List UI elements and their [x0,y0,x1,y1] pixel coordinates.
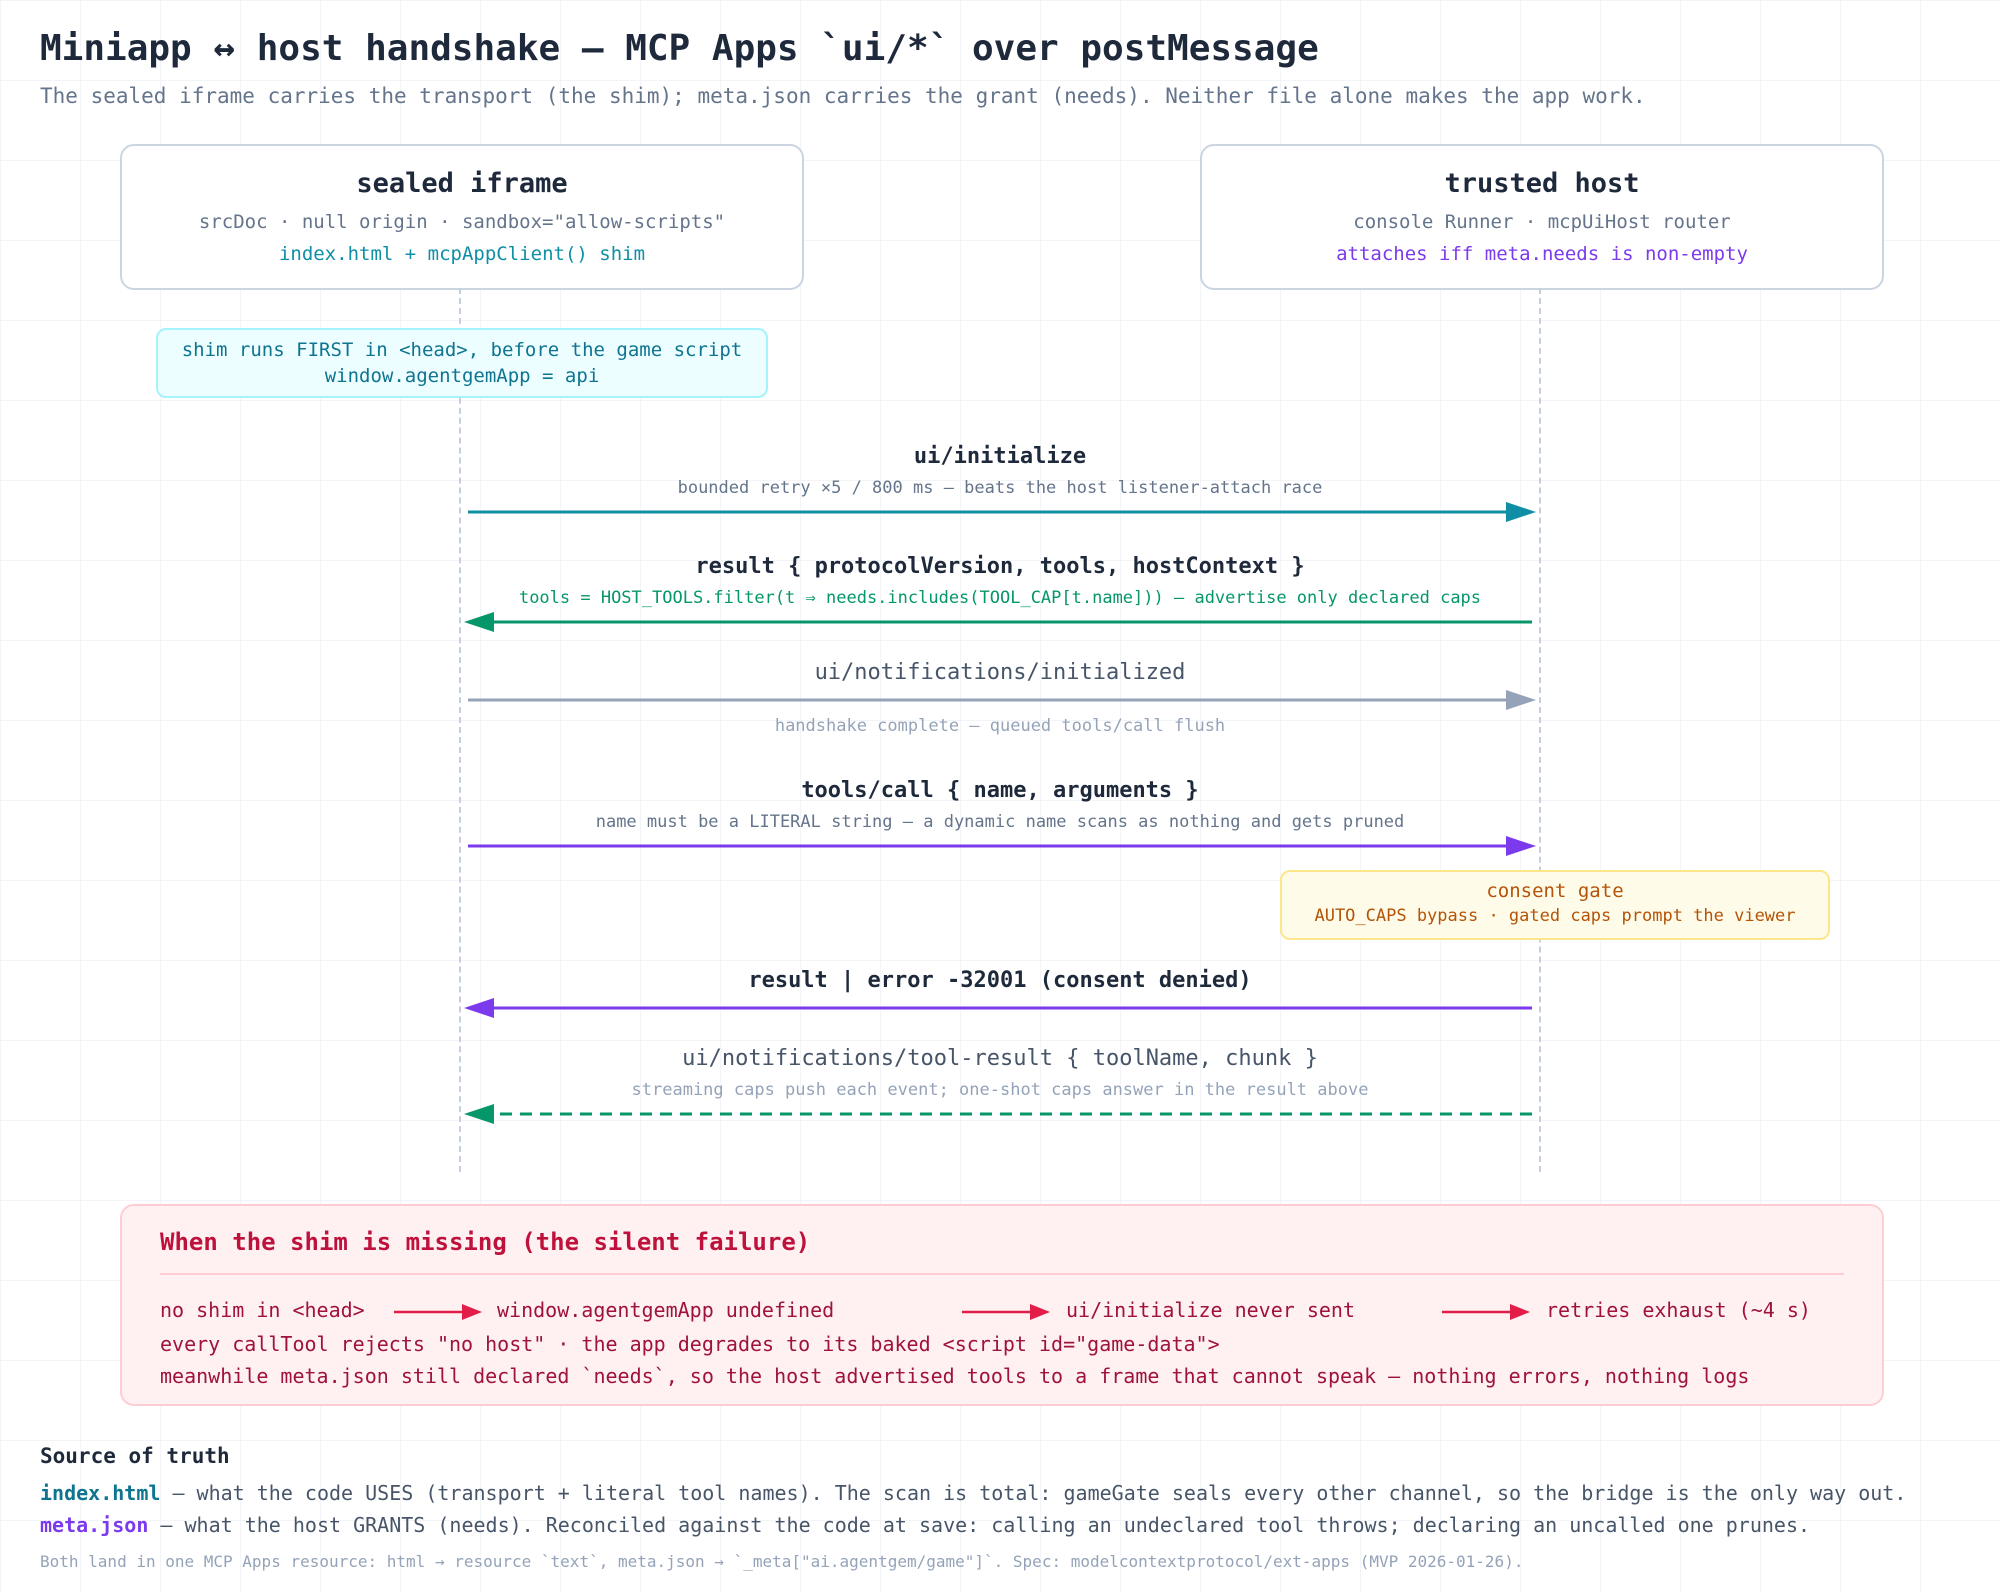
trusted-host-note: attaches iff meta.needs is non-empty [1336,243,1748,265]
arrow-consent-result-head [464,998,494,1018]
msg-result-label: result { protocolVersion, tools, hostCon… [695,554,1305,579]
failure-arrow-2 [962,1304,1050,1320]
arrow-toolscall-head [1506,836,1536,856]
sealed-iframe-note: index.html + mcpAppClient() shim [278,243,646,265]
sealed-iframe-node: sealed iframe srcDoc · null origin · san… [120,144,804,290]
failure-arrow-3 [1442,1304,1530,1320]
failure-line-3: meanwhile meta.json still declared `need… [160,1364,1750,1388]
msg-initialize-label: ui/initialize [913,444,1087,469]
footer-note: Both land in one MCP Apps resource: html… [40,1552,1524,1571]
iframe-lifeline [459,288,461,1172]
msg-result-sub: tools = HOST_TOOLS.filter(t ⇒ needs.incl… [518,588,1482,608]
failure-title: When the shim is missing (the silent fai… [160,1228,811,1256]
arrow-initialized-head [1506,690,1536,710]
failure-step-1: no shim in <head> [160,1298,365,1322]
arrow-result-head [464,612,494,632]
consent-gate-note: consent gate AUTO_CAPS bypass · gated ca… [1280,870,1830,940]
source-of-truth-title: Source of truth [40,1444,230,1468]
page-subtitle: The sealed iframe carries the transport … [40,84,1646,108]
shim-note-line1: shim runs FIRST in <head>, before the ga… [181,339,743,361]
trusted-host-node: trusted host console Runner · mcpUiHost … [1200,144,1884,290]
failure-arrow-1 [394,1304,482,1320]
source-of-truth-index: index.html — what the code USES (transpo… [40,1481,1906,1505]
msg-consent-result-label: result | error -32001 (consent denied) [748,968,1252,993]
sealed-iframe-title: sealed iframe [356,168,568,199]
meta-json-text: — what the host GRANTS (needs). Reconcil… [148,1513,1811,1537]
failure-step-2: window.agentgemApp undefined [497,1298,835,1322]
host-lifeline [1539,288,1541,1172]
failure-panel: When the shim is missing (the silent fai… [120,1204,1884,1406]
page-title: Miniapp ↔ host handshake — MCP Apps `ui/… [40,28,1319,69]
msg-tool-result-label: ui/notifications/tool-result { toolName,… [682,1046,1318,1071]
failure-divider [160,1273,1844,1275]
consent-gate-sub: AUTO_CAPS bypass · gated caps prompt the… [1314,906,1796,926]
failure-step-3: ui/initialize never sent [1066,1298,1355,1322]
msg-toolscall-sub: name must be a LITERAL string — a dynami… [595,812,1405,832]
trusted-host-subtitle: console Runner · mcpUiHost router [1353,211,1731,233]
index-html-text: — what the code USES (transport + litera… [160,1481,1907,1505]
msg-toolscall-label: tools/call { name, arguments } [801,778,1199,803]
msg-initialize-sub: bounded retry ×5 / 800 ms — beats the ho… [677,478,1323,498]
trusted-host-title: trusted host [1444,168,1640,199]
shim-note-line2: window.agentgemApp = api [324,365,600,387]
msg-initialized-sub: handshake complete — queued tools/call f… [774,716,1226,736]
sealed-iframe-subtitle: srcDoc · null origin · sandbox="allow-sc… [198,211,726,233]
msg-initialized-label: ui/notifications/initialized [814,660,1186,685]
shim-note: shim runs FIRST in <head>, before the ga… [156,328,768,398]
msg-tool-result-sub: streaming caps push each event; one-shot… [631,1080,1369,1100]
meta-json-key: meta.json [40,1513,149,1537]
failure-step-4: retries exhaust (~4 s) [1546,1298,1811,1322]
arrow-initialize-head [1506,502,1536,522]
failure-line-2: every callTool rejects "no host" · the a… [160,1332,1220,1356]
arrow-tool-result-head [464,1104,494,1124]
consent-gate-title: consent gate [1486,880,1624,902]
index-html-key: index.html [40,1481,161,1505]
source-of-truth-meta: meta.json — what the host GRANTS (needs)… [40,1513,1810,1537]
